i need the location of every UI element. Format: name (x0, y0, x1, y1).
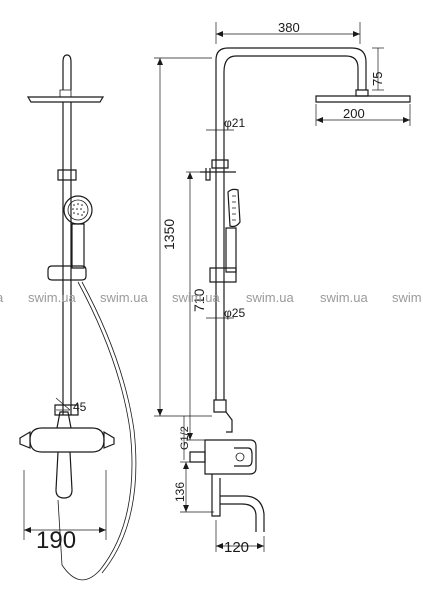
width-label: 380 (278, 20, 300, 35)
front-hand-handle (225, 227, 237, 273)
mixer-width-dimension: 190 (23, 470, 107, 554)
lower-pipe-label: φ25 (224, 306, 245, 320)
wall-connection (189, 451, 206, 463)
front-hand-shower (227, 188, 241, 228)
angle-label: 45 (73, 400, 87, 414)
diverter (54, 404, 79, 416)
watermark-1: swim.ua (28, 290, 76, 305)
lower-pipe-dimension: φ25 (206, 306, 245, 320)
front-rain-head (315, 95, 411, 103)
head-height-label: 75 (370, 72, 385, 86)
outlet-height-label: 136 (173, 482, 187, 502)
slider-holder (47, 265, 87, 281)
head-diameter-dimension: 200 (315, 104, 411, 126)
front-diverter-knob (225, 411, 233, 433)
angle-dimension: 45 (55, 397, 87, 414)
connection-dimension: G1/2 (179, 416, 191, 460)
bar-height-label: 710 (191, 288, 207, 312)
hose (57, 281, 133, 581)
watermark-row: a swim.ua swim.ua swim.ua swim.ua swim.u… (0, 290, 422, 305)
bath-spout (55, 451, 73, 499)
top-arm (62, 54, 72, 90)
hand-shower-handle (71, 223, 85, 269)
head-height-dimension: 75 (370, 47, 385, 91)
mixer-inlet-right (103, 430, 115, 449)
watermark-4: swim.ua (246, 290, 294, 305)
front-mixer-body (204, 439, 257, 475)
mixer-body (29, 427, 105, 453)
watermark-clipped-left: a (0, 290, 4, 305)
front-arm-inner (223, 55, 359, 90)
upper-clamp (57, 169, 77, 181)
total-height-label: 1350 (161, 219, 177, 250)
width-dimension: 380 (215, 20, 361, 44)
watermark-clipped-right: swim (392, 290, 422, 305)
outlet-height-dimension: 136 (173, 461, 214, 513)
rain-head-side (26, 96, 105, 103)
mixer-inlet-left (19, 430, 31, 449)
front-view (189, 47, 411, 532)
watermark-5: swim.ua (320, 290, 368, 305)
watermark-3: swim.ua (172, 290, 220, 305)
upper-pipe-dimension: φ21 (206, 116, 245, 131)
upper-pipe-label: φ21 (224, 116, 245, 130)
spout-length-label: 120 (224, 539, 249, 556)
bar-height-dimension: 710 (186, 171, 207, 441)
head-diameter-label: 200 (343, 106, 365, 121)
spout-length-dimension: 120 (215, 520, 265, 556)
hand-shower-nozzles (72, 203, 85, 216)
connection-label: G1/2 (179, 426, 191, 450)
front-lever (234, 447, 253, 467)
total-height-dimension: 1350 (154, 57, 212, 417)
side-view (19, 54, 137, 581)
front-arm-outer (215, 47, 367, 90)
front-slider (209, 267, 237, 283)
front-spout (220, 495, 265, 532)
watermark-2: swim.ua (100, 290, 148, 305)
mixer-width-label: 190 (36, 527, 76, 554)
